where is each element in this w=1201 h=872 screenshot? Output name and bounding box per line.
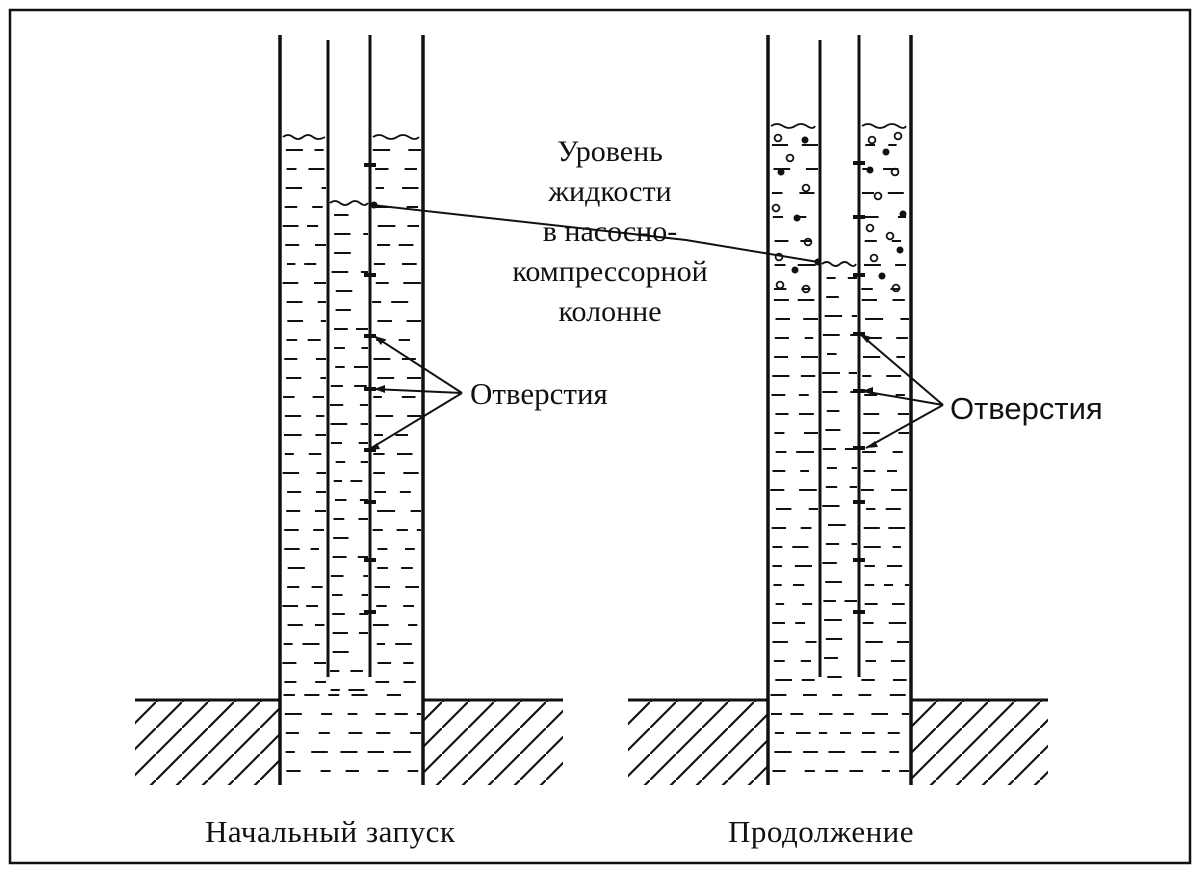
well-left (278, 35, 425, 785)
gas-bubble (773, 133, 783, 143)
gas-bubble (801, 183, 811, 193)
leader-lines (367, 204, 944, 451)
annulus-surface-left (282, 134, 326, 140)
holes-label-right: Отверстия (950, 391, 1103, 426)
holes-right-leader-1 (859, 333, 944, 406)
holes-left-leader-3 (367, 392, 463, 451)
gas-bubbles (771, 131, 907, 294)
liquid-level-label: Уровень жидкости в насосно- компрессорно… (500, 132, 720, 332)
liquid-level-line-4: компрессорной (512, 255, 708, 288)
gas-bubble (896, 246, 904, 254)
gas-bubble (885, 231, 895, 241)
gas-bubble (865, 223, 875, 233)
gas-bubble (803, 237, 813, 247)
holes-right-leader-2 (861, 390, 944, 406)
gas-bubble (882, 148, 890, 156)
annulus-surface-right (861, 123, 907, 129)
gas-bubble (777, 168, 785, 176)
well-right (766, 35, 913, 785)
gas-bubble (801, 136, 809, 144)
tubing-surface (821, 261, 857, 267)
gas-bubble (873, 191, 883, 201)
annulus-surface-left (770, 123, 816, 129)
liquid-level-line-3: в насосно- (542, 215, 678, 248)
ground-left (135, 698, 563, 785)
figure-frame (8, 8, 1192, 865)
gas-bubble (785, 153, 795, 163)
holes-right-leader-3 (865, 404, 944, 449)
gas-bubble (867, 135, 877, 145)
gas-bubble (775, 280, 785, 290)
gas-bubble (791, 266, 799, 274)
gas-bubble (771, 203, 781, 213)
level-leader (371, 204, 819, 263)
leader-arrowheads (368, 201, 878, 450)
gas-bubble (891, 283, 901, 293)
holes-left-leader-2 (373, 388, 463, 394)
liquid-level-line-1: Уровень (557, 135, 663, 168)
caption-continuation: Продолжение (728, 814, 915, 849)
gas-bubble (801, 284, 811, 294)
holes-left-leader-1 (373, 335, 463, 394)
liquid-level-line-2: жидкости (548, 175, 672, 208)
annulus-surface-right (372, 134, 420, 140)
gas-bubble (869, 253, 879, 263)
gas-bubble (899, 210, 907, 218)
gas-bubble (890, 167, 900, 177)
caption-initial-start: Начальный запуск (205, 814, 456, 849)
gas-bubble (878, 272, 886, 280)
holes-label-left: Отверстия (470, 376, 608, 411)
liquid-level-line-5: колонне (558, 295, 662, 328)
gas-bubble (793, 214, 801, 222)
ground-right (628, 698, 1048, 785)
tubing-surface (329, 200, 369, 206)
gas-bubble (893, 131, 903, 141)
gas-bubble (866, 166, 874, 174)
liquid-left (282, 149, 421, 772)
